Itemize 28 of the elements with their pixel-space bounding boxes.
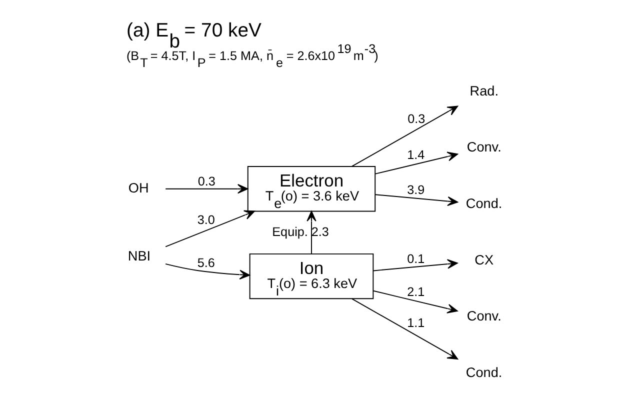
edge-label: 1.4 xyxy=(407,148,425,162)
edge-label: Equip. 2.3 xyxy=(272,224,329,239)
edge-label: 3.9 xyxy=(407,183,425,198)
edge-label: 0.3 xyxy=(198,174,216,188)
edge-label: 5.6 xyxy=(197,256,215,270)
arrow xyxy=(373,290,458,314)
edge-label: 3.0 xyxy=(197,213,215,228)
node-text: Rad. xyxy=(470,83,498,98)
node-text: Cond. xyxy=(466,365,502,380)
node-text: Conv. xyxy=(466,308,502,324)
node-text: Conv. xyxy=(466,140,502,155)
arrow xyxy=(352,298,458,360)
arrow xyxy=(165,184,248,194)
node-text: CX xyxy=(474,252,494,268)
node-text: Cond. xyxy=(466,196,502,212)
edge-label: 0.3 xyxy=(408,112,426,126)
edge-label: 1.1 xyxy=(407,316,425,330)
arrow xyxy=(165,210,255,248)
arrow xyxy=(373,259,458,272)
node-text: OH xyxy=(128,180,149,196)
arrow xyxy=(352,106,458,167)
node-text: NBI xyxy=(128,248,151,264)
edge-label: 0.1 xyxy=(407,252,425,266)
arrow xyxy=(165,263,250,280)
edge-label: 2.1 xyxy=(407,285,425,300)
arrow xyxy=(306,210,316,254)
arrow xyxy=(374,194,458,206)
arrow xyxy=(374,152,458,174)
